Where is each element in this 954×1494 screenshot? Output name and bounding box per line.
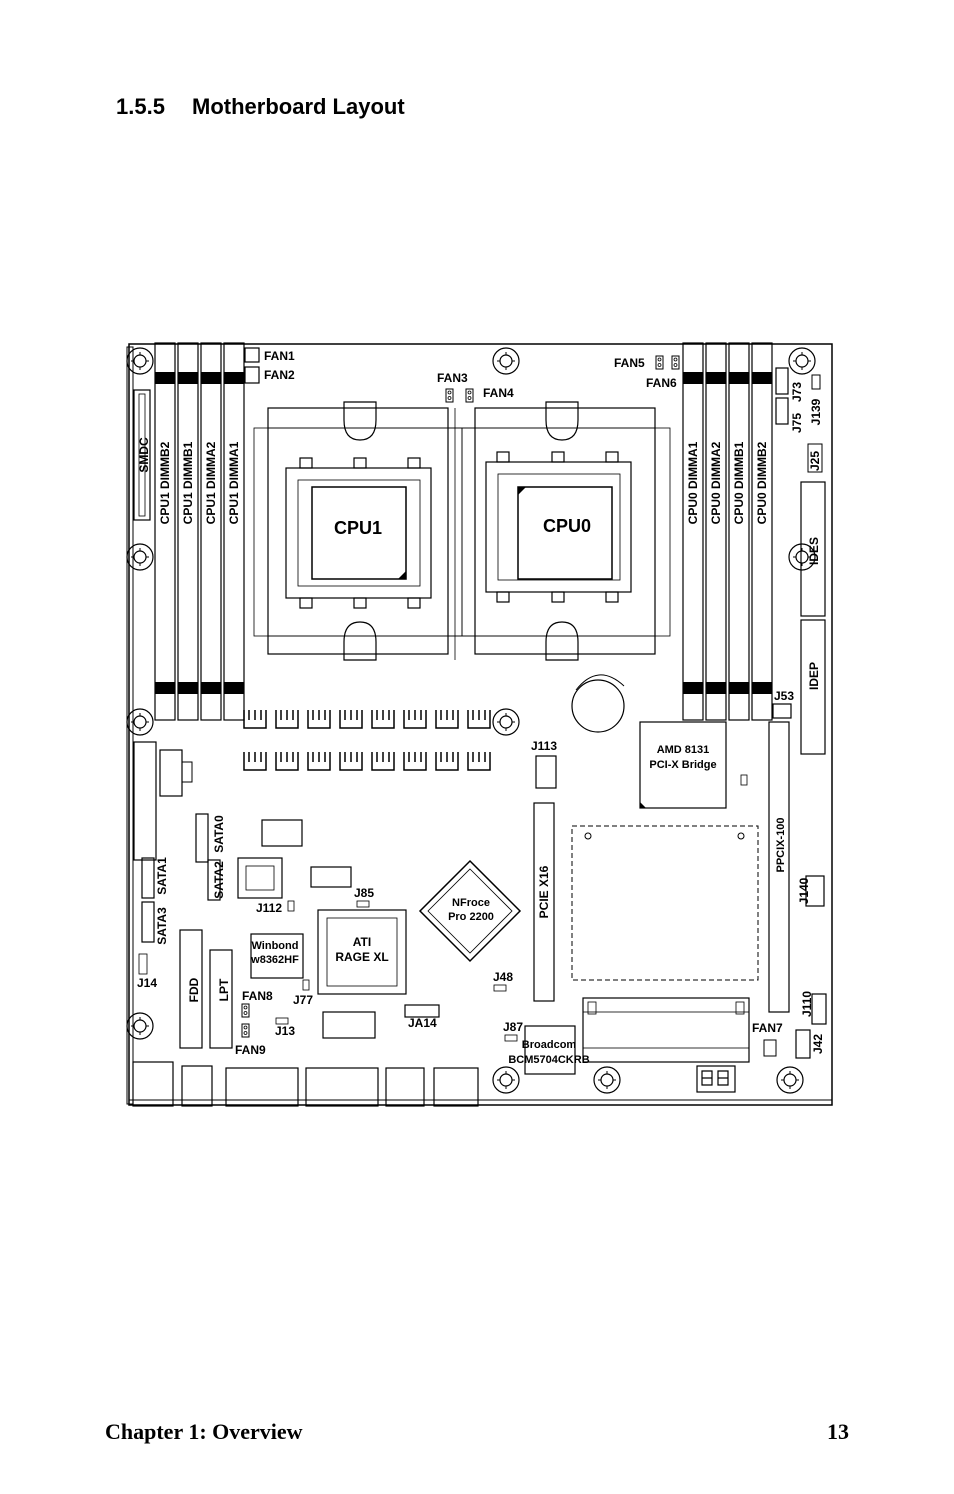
footer-chapter: Chapter 1: Overview bbox=[105, 1419, 303, 1444]
dimm-label-cpu1-b2: CPU1 DIMMB2 bbox=[158, 441, 172, 524]
dimm-label-cpu0-a2: CPU0 DIMMA2 bbox=[709, 441, 723, 524]
fan1-label: FAN1 bbox=[264, 349, 295, 363]
j48-label: J48 bbox=[493, 970, 513, 984]
nforce-line1: NFroce bbox=[452, 897, 490, 909]
cpu1-dimm-slots bbox=[154, 342, 245, 721]
j73-label: J73 bbox=[790, 382, 804, 402]
nforce-line2: Pro 2200 bbox=[448, 911, 494, 923]
dimm-label-cpu0-b2: CPU0 DIMMB2 bbox=[755, 441, 769, 524]
j77-label: J77 bbox=[293, 993, 313, 1007]
dimm-label-cpu1-b1: CPU1 DIMMB1 bbox=[181, 441, 195, 524]
ati-line1: ATI bbox=[353, 935, 371, 949]
section-heading: 1.5.5 Motherboard Layout bbox=[116, 94, 405, 120]
dimm-label-cpu0-b1: CPU0 DIMMB1 bbox=[732, 441, 746, 524]
fan2-label: FAN2 bbox=[264, 368, 295, 382]
rear-io-ports bbox=[132, 1061, 479, 1107]
j87-label: J87 bbox=[503, 1020, 523, 1034]
j113-label: J113 bbox=[531, 739, 557, 753]
j42-label: J42 bbox=[811, 1034, 825, 1054]
j139-label: J139 bbox=[809, 398, 823, 425]
section-number: 1.5.5 bbox=[116, 94, 165, 119]
cpu1-label: CPU1 bbox=[334, 518, 382, 538]
broadcom-line2: BCM5704CKRB bbox=[508, 1054, 589, 1066]
board-outline bbox=[128, 343, 833, 1106]
amd-chip-line2: PCI-X Bridge bbox=[649, 759, 716, 771]
j14-label: J14 bbox=[137, 976, 157, 990]
cpu-sockets bbox=[253, 401, 671, 661]
cpu0-label: CPU0 bbox=[543, 516, 591, 536]
amd-chip-line1: AMD 8131 bbox=[657, 744, 710, 756]
fdd-label: FDD bbox=[187, 977, 201, 1002]
winbond-line2: w8362HF bbox=[250, 954, 299, 966]
dimm-label-cpu0-a1: CPU0 DIMMA1 bbox=[686, 441, 700, 524]
fan6-label: FAN6 bbox=[646, 376, 677, 390]
j112-label: J112 bbox=[256, 901, 282, 915]
winbond-line1: Winbond bbox=[252, 940, 299, 952]
fan7-label: FAN7 bbox=[752, 1021, 783, 1035]
fan9-label: FAN9 bbox=[235, 1043, 266, 1057]
fan3-label: FAN3 bbox=[437, 371, 468, 385]
sata3-label: SATA3 bbox=[155, 907, 169, 945]
page-number: 13 bbox=[827, 1419, 849, 1444]
ja14-label: JA14 bbox=[408, 1016, 437, 1030]
j85-label: J85 bbox=[354, 886, 374, 900]
j13-label: J13 bbox=[275, 1024, 295, 1038]
sata2-label: SATA2 bbox=[212, 861, 226, 899]
fan8-label: FAN8 bbox=[242, 989, 273, 1003]
ati-line2: RAGE XL bbox=[335, 950, 388, 964]
j53-label: J53 bbox=[774, 689, 794, 703]
j25-label: J25 bbox=[808, 451, 822, 471]
smdc-label: SMDC bbox=[137, 437, 151, 473]
j140-label: J140 bbox=[797, 877, 811, 904]
nforce-chip bbox=[418, 859, 522, 963]
j110-label: J110 bbox=[800, 991, 814, 1017]
pcie-label: PCIE X16 bbox=[537, 865, 551, 918]
voltage-regulators bbox=[243, 709, 491, 771]
fan5-label: FAN5 bbox=[614, 356, 645, 370]
lpt-label: LPT bbox=[217, 978, 231, 1001]
sata1-label: SATA1 bbox=[155, 857, 169, 895]
j75-label: J75 bbox=[790, 413, 804, 433]
section-title: Motherboard Layout bbox=[192, 94, 405, 119]
idep-label: IDEP bbox=[807, 662, 821, 690]
ides-label: IDES bbox=[807, 537, 821, 565]
cpu0-dimm-slots bbox=[682, 342, 773, 721]
dimm-label-cpu1-a1: CPU1 DIMMA1 bbox=[227, 441, 241, 524]
dimm-label-cpu1-a2: CPU1 DIMMA2 bbox=[204, 441, 218, 524]
fan4-label: FAN4 bbox=[483, 386, 514, 400]
sata0-label: SATA0 bbox=[212, 815, 226, 853]
broadcom-line1: Broadcom bbox=[522, 1039, 577, 1051]
ppcix-label: PPCIX-100 bbox=[775, 817, 787, 872]
